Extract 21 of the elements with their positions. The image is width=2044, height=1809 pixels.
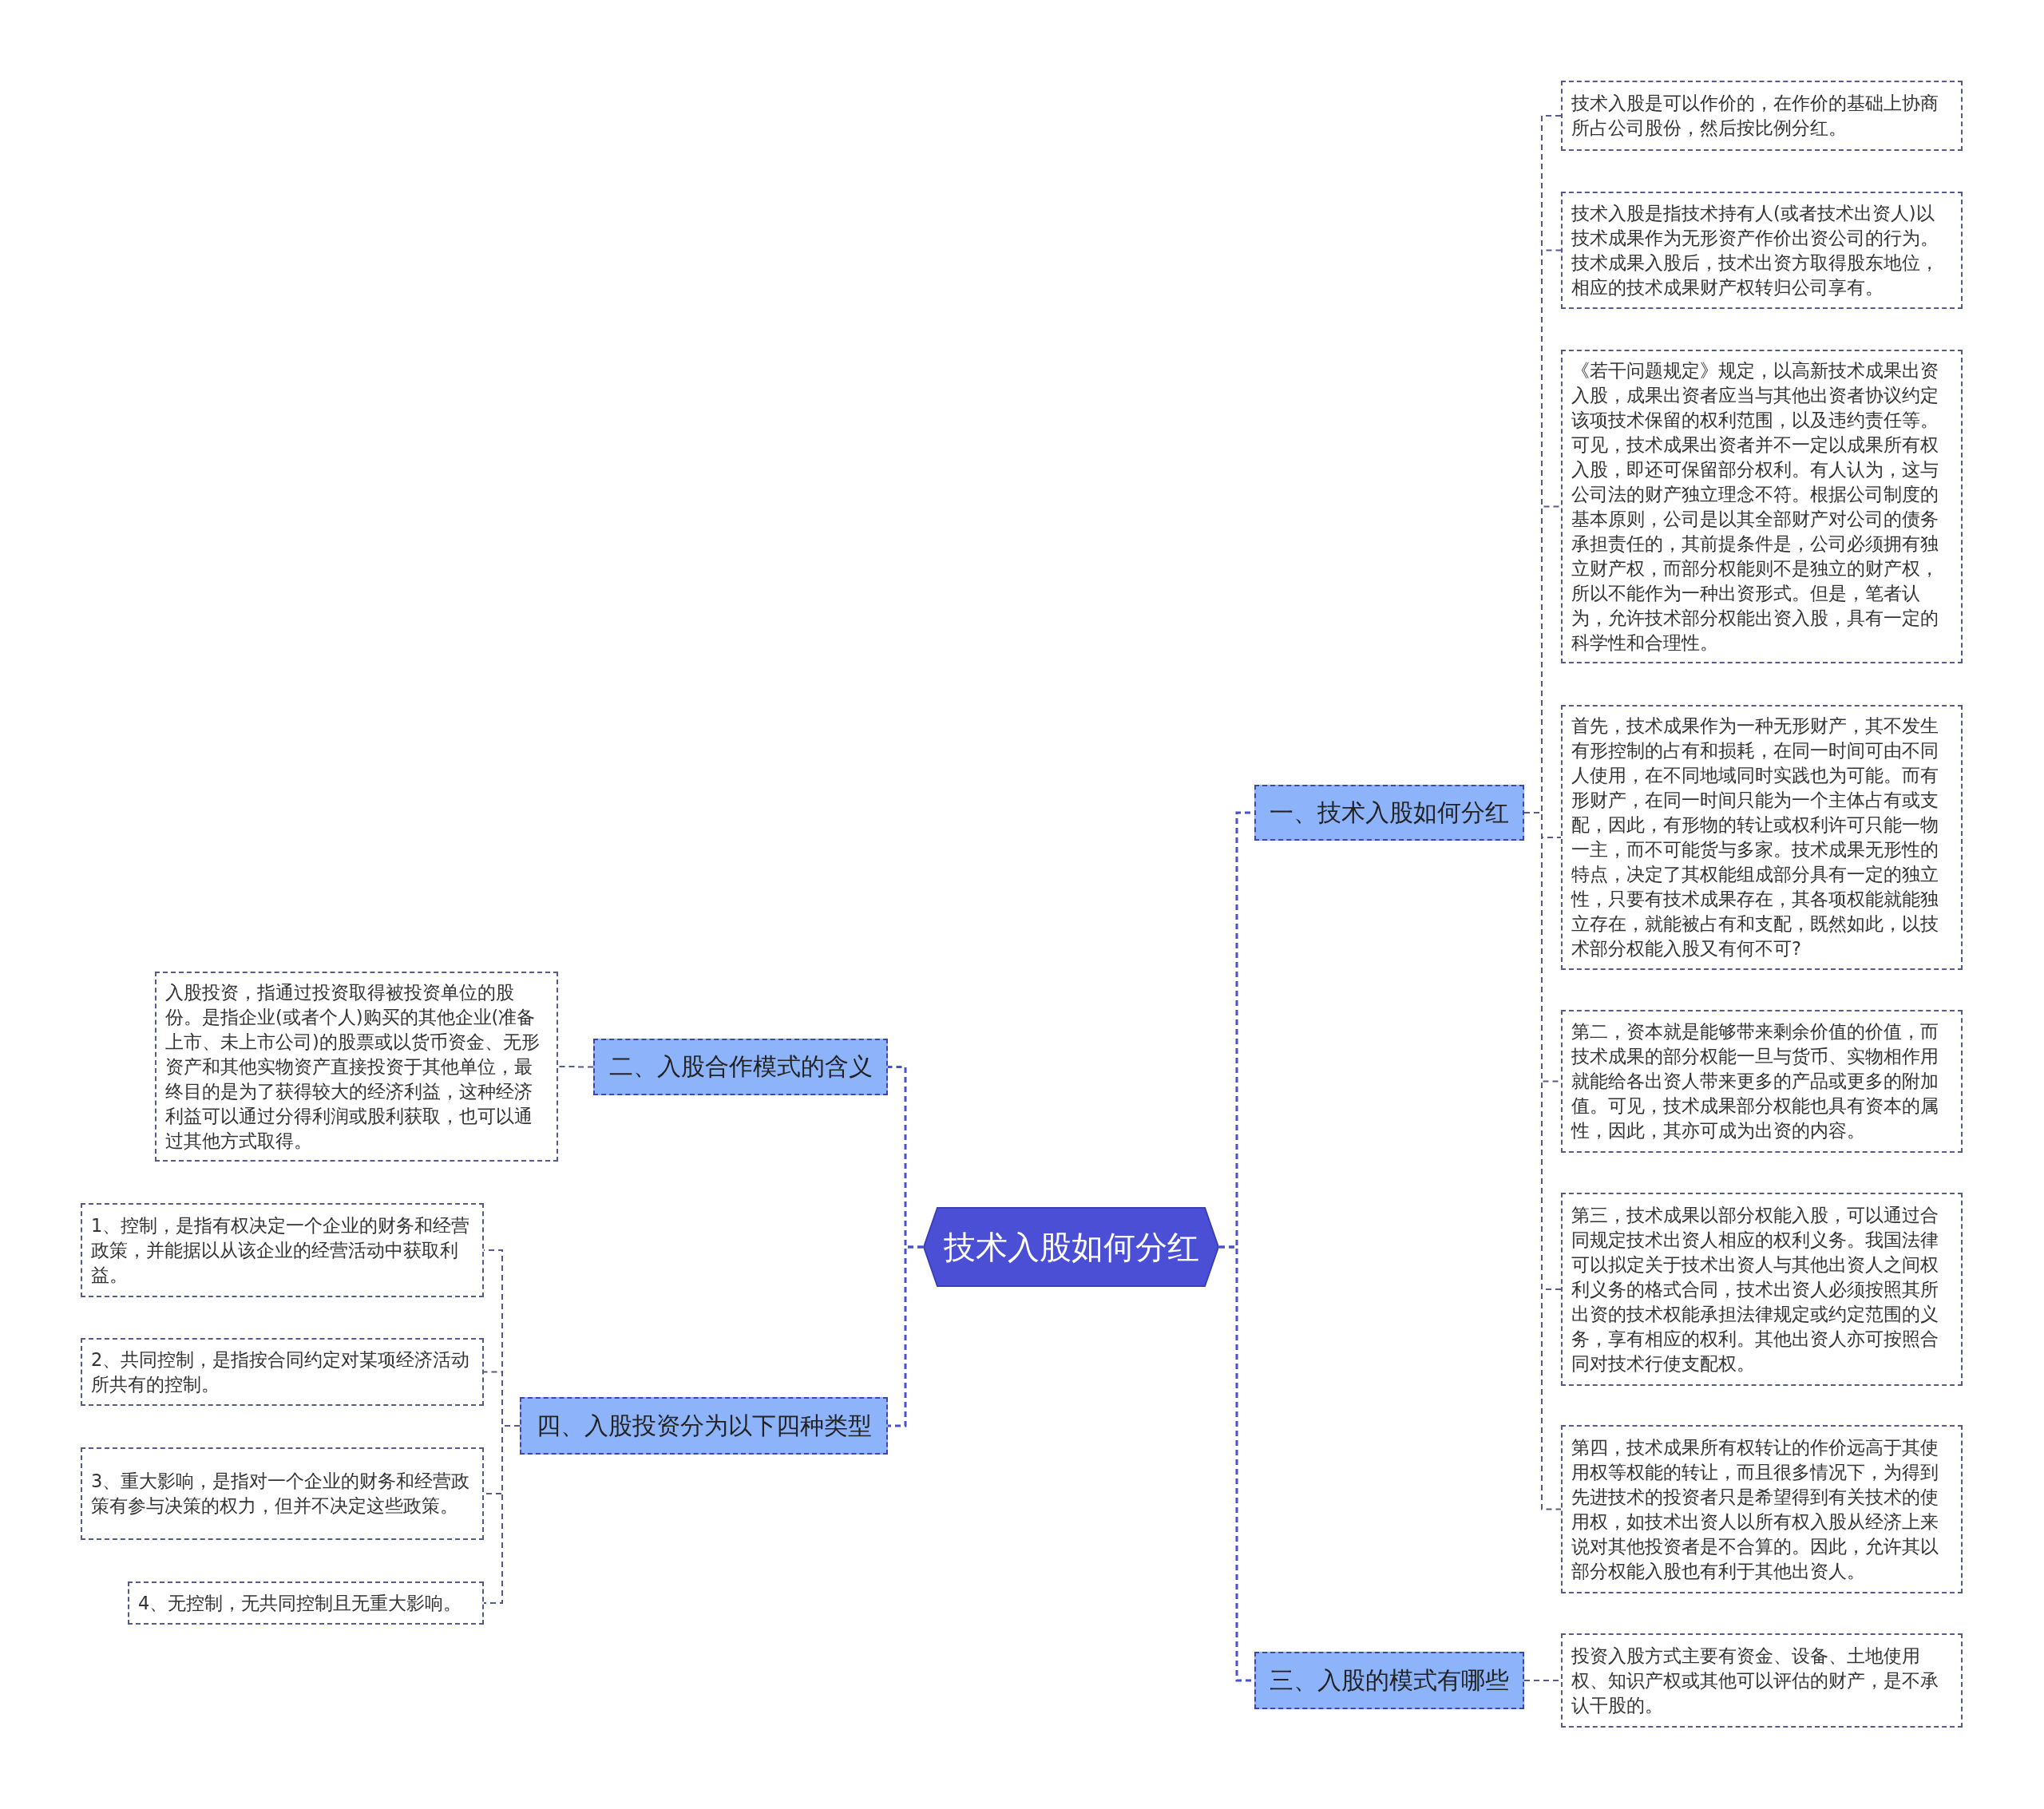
central-topic-hexagon: 技术入股如何分红: [923, 1207, 1219, 1287]
note-box: 1、控制，是指有权决定一个企业的财务和经营政策，并能据以从该企业的经营活动中获取利益。: [81, 1203, 484, 1297]
note-box: 第三，技术成果以部分权能入股，可以通过合同规定技术出资人相应的权利义务。我国法律可以拟定关于技术出资人与其他出资人之间权利义务的格式合同，技术出资人必须按照其所出资的技术权能承担法律规定或约定范围的义务，享有相应的权利。其他出资人亦可按照合同对技术行使支配权。: [1561, 1193, 1963, 1386]
connector-line: [888, 1245, 923, 1427]
topic-box: 三、入股的模式有哪些: [1254, 1652, 1524, 1709]
note-box: 入股投资，指通过投资取得被投资单位的股份。是指企业(或者个人)购买的其他企业(准备上市、未上市公司)的股票或以货币资金、无形资产和其他实物资产直接投资于其他单位，最终目的是为了获得较大的经济利益，这种经济利益可以通过分得利润或股利获取，也可以通过其他方式取得。: [155, 972, 558, 1162]
note-box: 3、重大影响，是指对一个企业的财务和经营政策有参与决策的权力，但并不决定这些政策。: [81, 1447, 484, 1540]
note-box: 第二，资本就是能够带来剩余价值的价值，而技术成果的部分权能一旦与货币、实物相作用就能给各出资人带来更多的产品或更多的附加值。可见，技术成果部分权能也具有资本的属性，因此，其亦可成为出资的内容。: [1561, 1010, 1963, 1153]
connector-line: [557, 1066, 594, 1068]
note-box: 第四，技术成果所有权转让的作价远高于其使用权等权能的转让，而且很多情况下，为得到先进技术的投资者只是希望得到有关技术的使用权，如技术出资人以所有权入股从经济上来说对其他投资者是不合算的。因此，允许其以部分权能入股也有利于其他出资人。: [1561, 1425, 1963, 1593]
topic-box: 二、入股合作模式的含义: [593, 1039, 888, 1095]
topic-box: 四、入股投资分为以下四种类型: [520, 1397, 888, 1455]
note-box: 4、无控制，无共同控制且无重大影响。: [128, 1581, 484, 1625]
connector-line: [483, 1425, 521, 1604]
note-box: 首先，技术成果作为一种无形财产，其不发生有形控制的占有和损耗，在同一时间可由不同人使用，在不同地域同时实践也为可能。而有形财产，在同一时间只能为一个主体占有或支配，因此，有形物的转让或权利许可只能一物一主，而不可能货与多家。技术成果无形性的特点，决定了其权能组成部分具有一定的独立性，只要有技术成果存在，其各项权能就能独立存在，就能被占有和支配，既然如此，以技术部分权能入股又有何不可?: [1561, 705, 1963, 970]
note-box: 投资入股方式主要有资金、设备、土地使用权、知识产权或其他可以评估的财产，是不承认干股的。: [1561, 1633, 1963, 1728]
note-box: 2、共同控制，是指按合同约定对某项经济活动所共有的控制。: [81, 1338, 484, 1406]
note-box: 《若干问题规定》规定，以高新技术成果出资入股，成果出资者应当与其他出资者协议约定该项技术保留的权利范围，以及违约责任等。可见，技术成果出资者并不一定以成果所有权入股，即还可保留部分权利。有人认为，这与公司法的财产独立理念不符。根据公司制度的基本原则，公司是以其全部财产对公司的债务承担责任的，其前提条件是，公司必须拥有独立财产权，而部分权能则不是独立的财产权，所以不能作为一种出资形式。但是，笔者认为，允许技术部分权能出资入股，具有一定的科学性和合理性。: [1561, 350, 1963, 663]
topic-box: 一、技术入股如何分红: [1254, 785, 1524, 841]
note-box: 技术入股是可以作价的，在作价的基础上协商所占公司股份，然后按比例分红。: [1561, 81, 1963, 151]
note-box: 技术入股是指技术持有人(或者技术出资人)以技术成果作为无形资产作价出资公司的行为。技术成果入股后，技术出资方取得股东地位，相应的技术成果财产权转归公司享有。: [1561, 192, 1963, 309]
